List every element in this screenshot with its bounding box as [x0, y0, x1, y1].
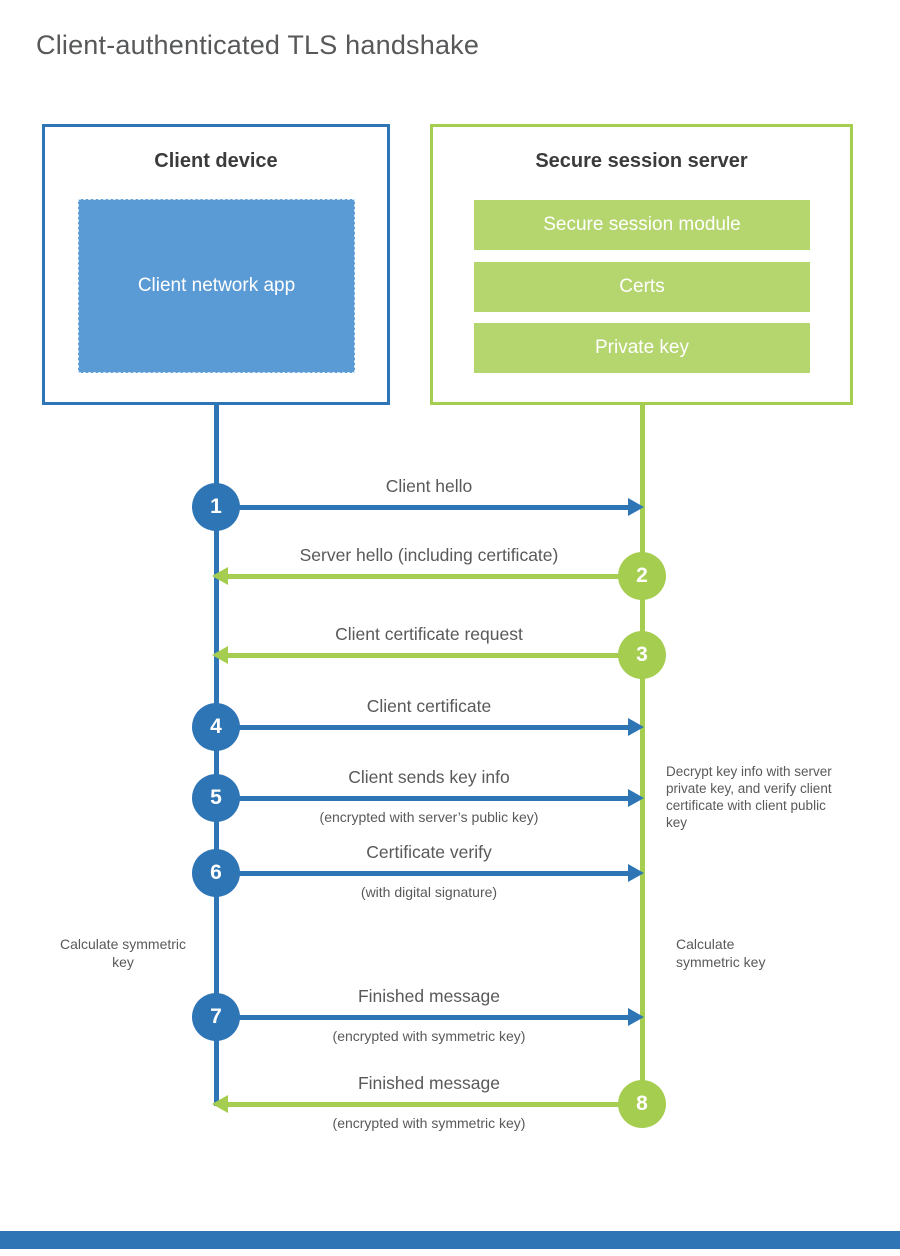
message-sublabel: (encrypted with symmetric key)	[332, 1115, 526, 1131]
server-module-certs: Certs	[474, 262, 810, 312]
step-circle-1: 1	[192, 483, 240, 531]
server-module-private-key: Private key	[474, 323, 810, 373]
arrow-head-right-icon	[628, 789, 644, 807]
arrow-head-right-icon	[628, 718, 644, 736]
arrow-head-left-icon	[212, 646, 228, 664]
arrow-head-left-icon	[212, 567, 228, 585]
message-label: Client hello	[385, 476, 473, 496]
arrow-line	[216, 1015, 630, 1020]
step-circle-5: 5	[192, 774, 240, 822]
arrow-line	[216, 505, 630, 510]
step-circle-8: 8	[618, 1080, 666, 1128]
arrow-head-right-icon	[628, 1008, 644, 1026]
client-device-title: Client device	[154, 150, 278, 172]
client-network-app-label: Client network app	[137, 275, 296, 297]
client-lifeline	[214, 405, 219, 1106]
message-sublabel: (with digital signature)	[360, 884, 498, 900]
client-network-app-box: Client network app	[78, 199, 355, 373]
step-circle-6: 6	[192, 849, 240, 897]
arrow-line	[228, 574, 642, 579]
arrow-line	[216, 871, 630, 876]
arrow-line	[228, 1102, 642, 1107]
server-lifeline	[640, 405, 645, 1105]
message-sublabel: (encrypted with server’s public key)	[319, 809, 539, 825]
arrow-head-left-icon	[212, 1095, 228, 1113]
message-label: Finished message	[357, 986, 501, 1006]
note-calculate-symmetric-key-client: Calculate symmetric key	[59, 936, 187, 970]
step-circle-7: 7	[192, 993, 240, 1041]
arrow-head-right-icon	[628, 864, 644, 882]
arrow-head-right-icon	[628, 498, 644, 516]
step-circle-2: 2	[618, 552, 666, 600]
message-label: Client sends key info	[348, 767, 510, 787]
message-label: Client certificate	[366, 696, 492, 716]
message-label: Certificate verify	[366, 842, 492, 862]
step-circle-3: 3	[618, 631, 666, 679]
secure-session-server-title: Secure session server	[535, 150, 748, 172]
message-label: Finished message	[357, 1073, 501, 1093]
arrow-line	[216, 725, 630, 730]
server-module-secure-session-module: Secure session module	[474, 200, 810, 250]
page-title: Client-authenticated TLS handshake	[36, 30, 480, 60]
note-decrypt-key-info: Decrypt key info with server private key…	[666, 764, 832, 830]
footer-accent-bar	[0, 1231, 900, 1249]
arrow-line	[228, 653, 642, 658]
step-circle-4: 4	[192, 703, 240, 751]
arrow-line	[216, 796, 630, 801]
message-sublabel: (encrypted with symmetric key)	[332, 1028, 526, 1044]
message-label: Server hello (including certificate)	[299, 545, 559, 565]
note-calculate-symmetric-key-server: Calculate symmetric key	[676, 936, 766, 970]
message-label: Client certificate request	[335, 624, 523, 644]
